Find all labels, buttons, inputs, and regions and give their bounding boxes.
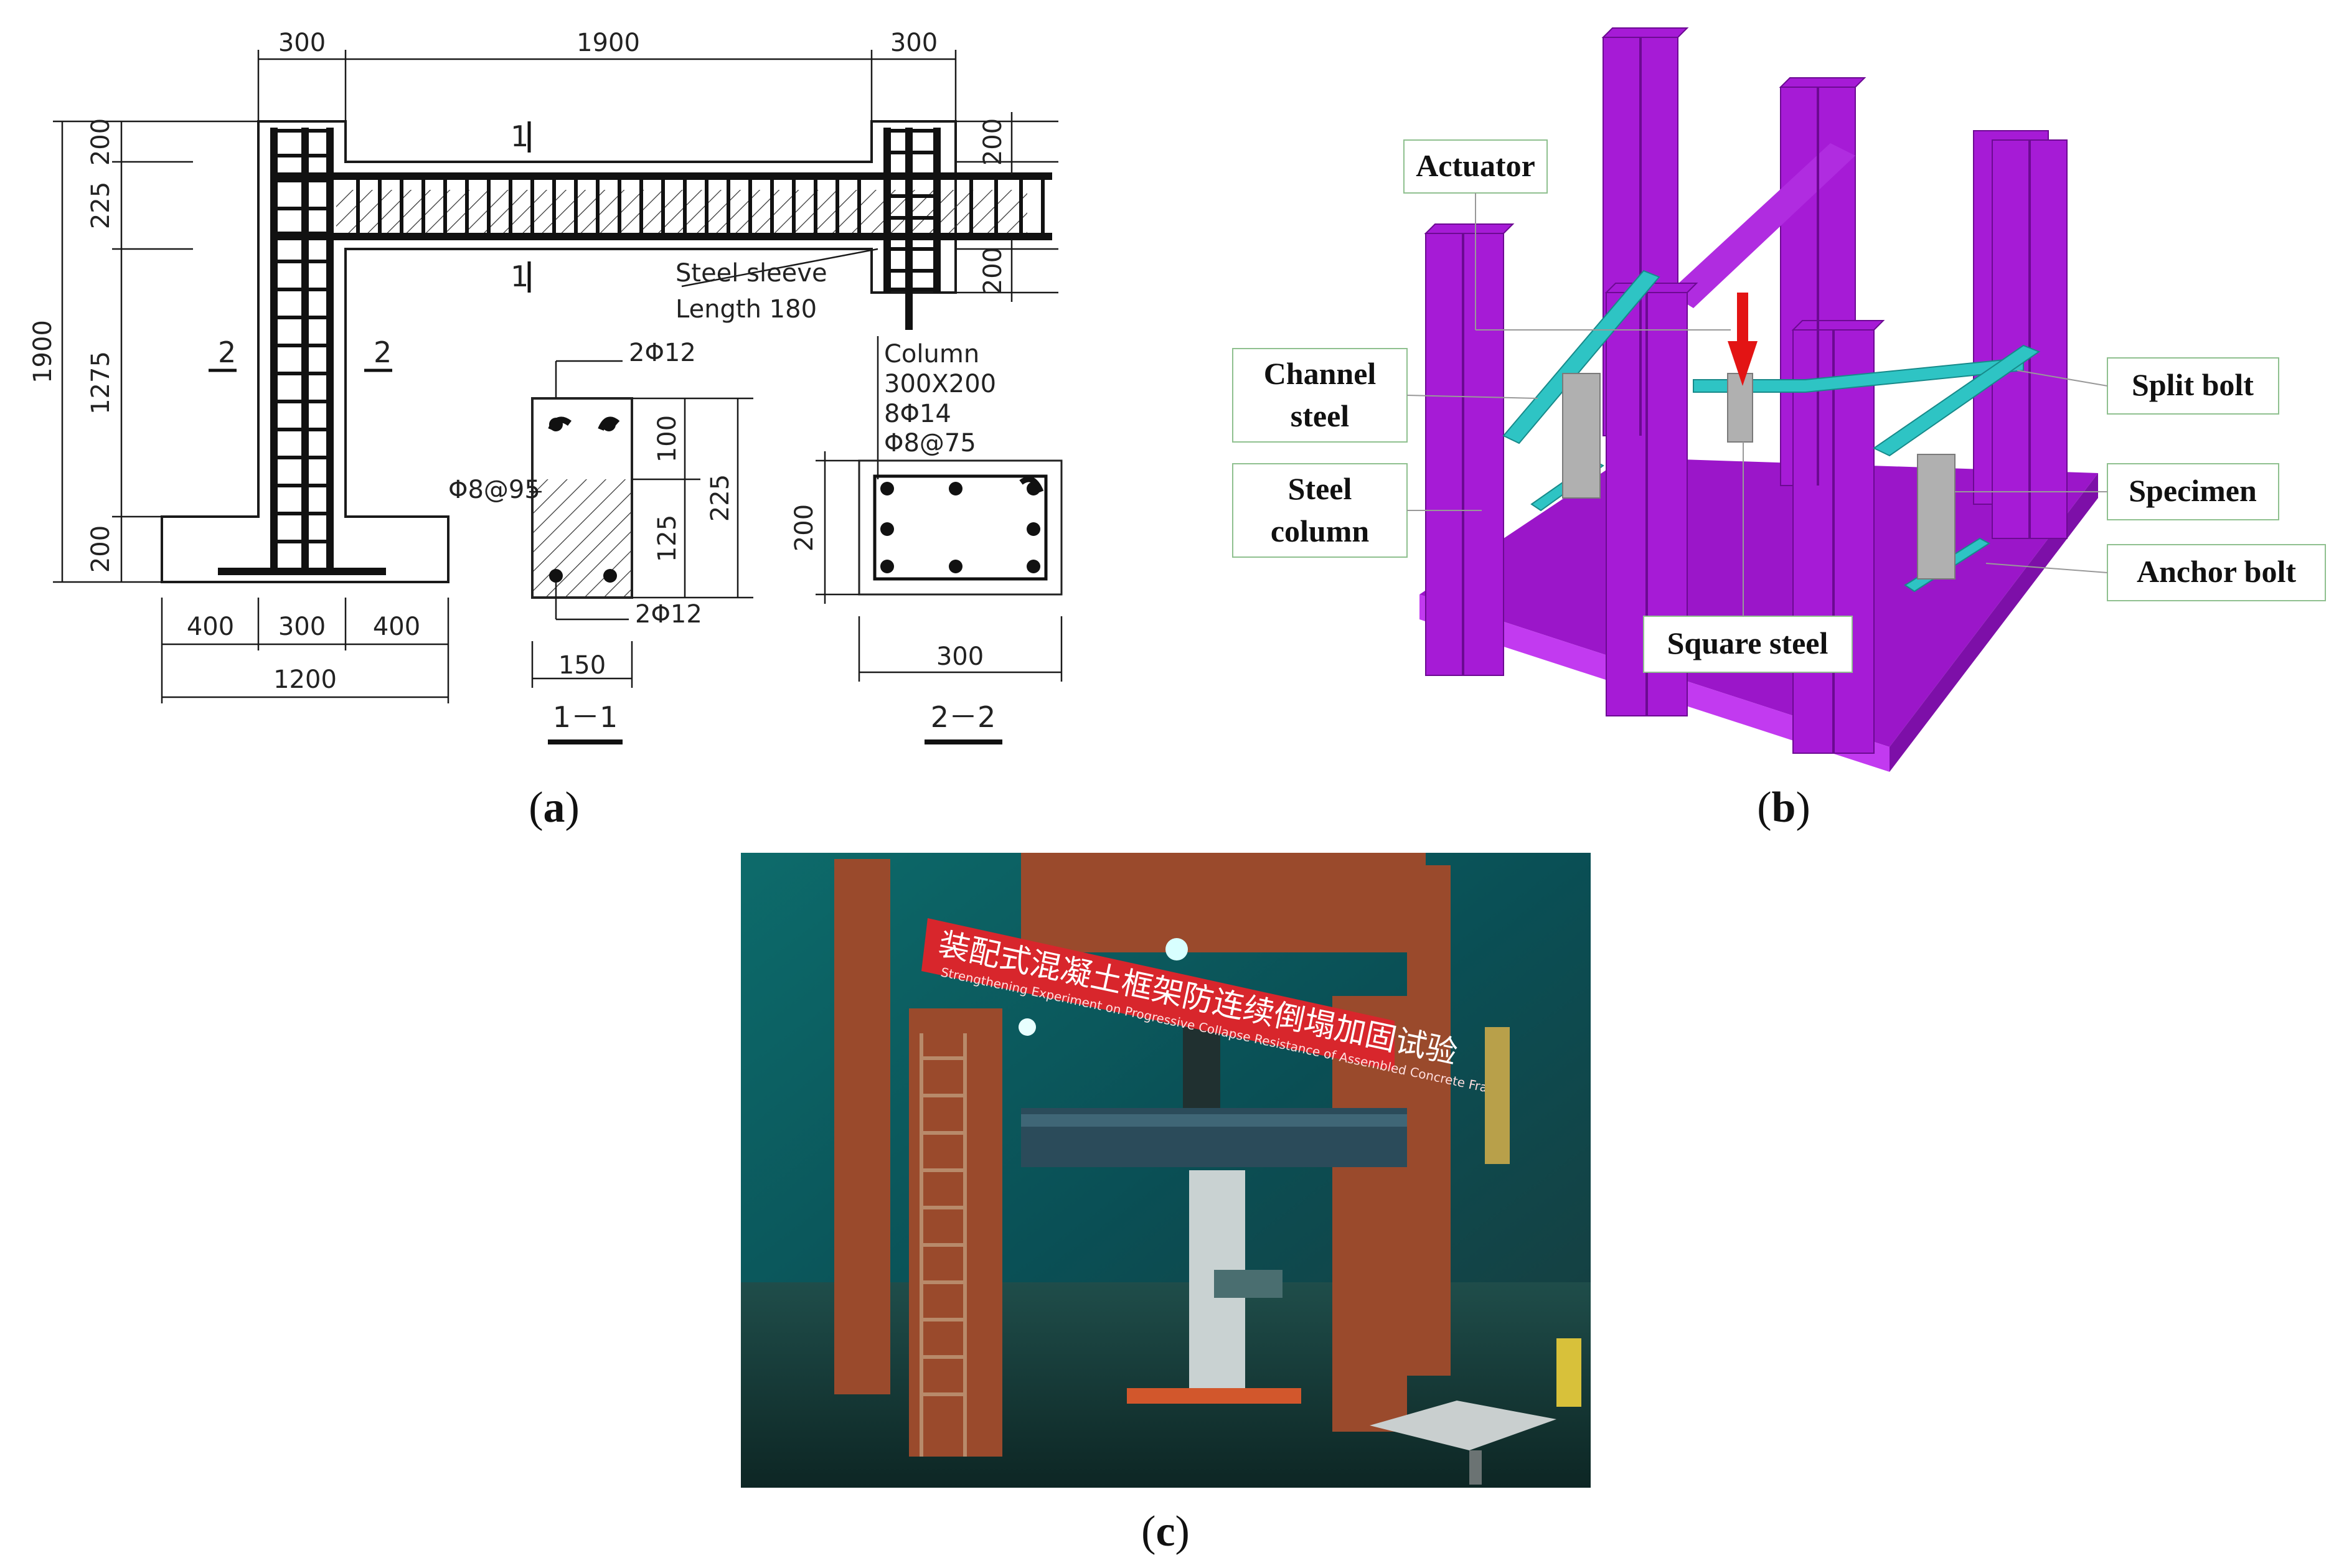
caption-b: (b): [1757, 784, 1810, 832]
dim-left-3: 1275: [87, 351, 115, 415]
section-mark-2-right: 2: [374, 336, 392, 369]
sec22-height: 200: [790, 504, 819, 552]
panel-c-photo: 装配式混凝土框架防连续倒塌加固试验 Strengthening Experime…: [741, 853, 1591, 1488]
sec22-title: 2－2: [931, 700, 996, 734]
section-mark-2-left: 2: [218, 336, 236, 369]
label-split-bolt: Split bolt: [2132, 367, 2254, 402]
sec11-width: 150: [558, 651, 606, 680]
sleeve-length-label: Length 180: [675, 295, 817, 324]
sec22-label-4: Φ8@75: [884, 429, 976, 458]
dim-left-1: 200: [87, 118, 115, 166]
section-mark-1-bottom: 1: [511, 260, 529, 293]
label-anchor-bolt: Anchor bolt: [2137, 554, 2296, 589]
sec22-label-1: Column: [884, 340, 979, 369]
sec11-title: 1－1: [553, 700, 618, 734]
section-1-1: 2Φ12 Φ8@95 2Φ12 100 125 225 150 1－1: [448, 339, 753, 744]
sec11-stirrup: Φ8@95: [448, 476, 540, 504]
sec22-label-2: 300X200: [884, 370, 996, 398]
section-2-2: Column 300X200 8Φ14 Φ8@75 200 300 2－2: [790, 336, 1063, 744]
label-actuator: Actuator: [1416, 148, 1535, 183]
label-specimen: Specimen: [2129, 473, 2257, 508]
dim-left-4: 200: [87, 525, 115, 573]
caption-c: (c): [1141, 1508, 1190, 1556]
sec22-width: 300: [936, 642, 984, 671]
sec11-dim-125: 125: [653, 515, 682, 562]
dim-total-width: 1200: [273, 665, 337, 694]
label-steel-column-2: column: [1271, 514, 1370, 548]
dim-right-bottom: 200: [979, 247, 1007, 294]
panel-b-labels: Actuator Channel steel Steel column Spli…: [1232, 139, 2326, 673]
sec22-label-3: 8Φ14: [884, 400, 951, 428]
sec11-dim-100: 100: [653, 415, 682, 462]
dim-top-middle: 1900: [577, 29, 640, 57]
dim-bottom-1: 400: [187, 613, 234, 641]
dim-right-top: 200: [979, 118, 1007, 166]
section-mark-1-top: 1: [511, 120, 529, 153]
label-square-steel: Square steel: [1667, 626, 1829, 660]
dim-left-2: 225: [87, 182, 115, 229]
dim-bottom-3: 400: [373, 613, 420, 641]
dim-top-right: 300: [890, 29, 938, 57]
caption-a: (a): [529, 784, 580, 832]
dim-total-height: 1900: [29, 320, 57, 383]
steel-sleeve-label: Steel sleeve: [675, 259, 827, 288]
dim-top-left: 300: [278, 29, 326, 57]
sec11-bottom-rebar: 2Φ12: [635, 600, 702, 629]
panel-a-drawing: 300 1900 300 1900 200 225 1275 200: [29, 29, 1058, 703]
label-channel-steel-2: steel: [1291, 398, 1349, 433]
sec11-top-rebar: 2Φ12: [629, 339, 696, 367]
dim-bottom-2: 300: [278, 613, 326, 641]
label-steel-column-1: Steel: [1288, 471, 1352, 506]
sec11-dim-225: 225: [706, 474, 735, 522]
label-channel-steel-1: Channel: [1264, 356, 1377, 391]
